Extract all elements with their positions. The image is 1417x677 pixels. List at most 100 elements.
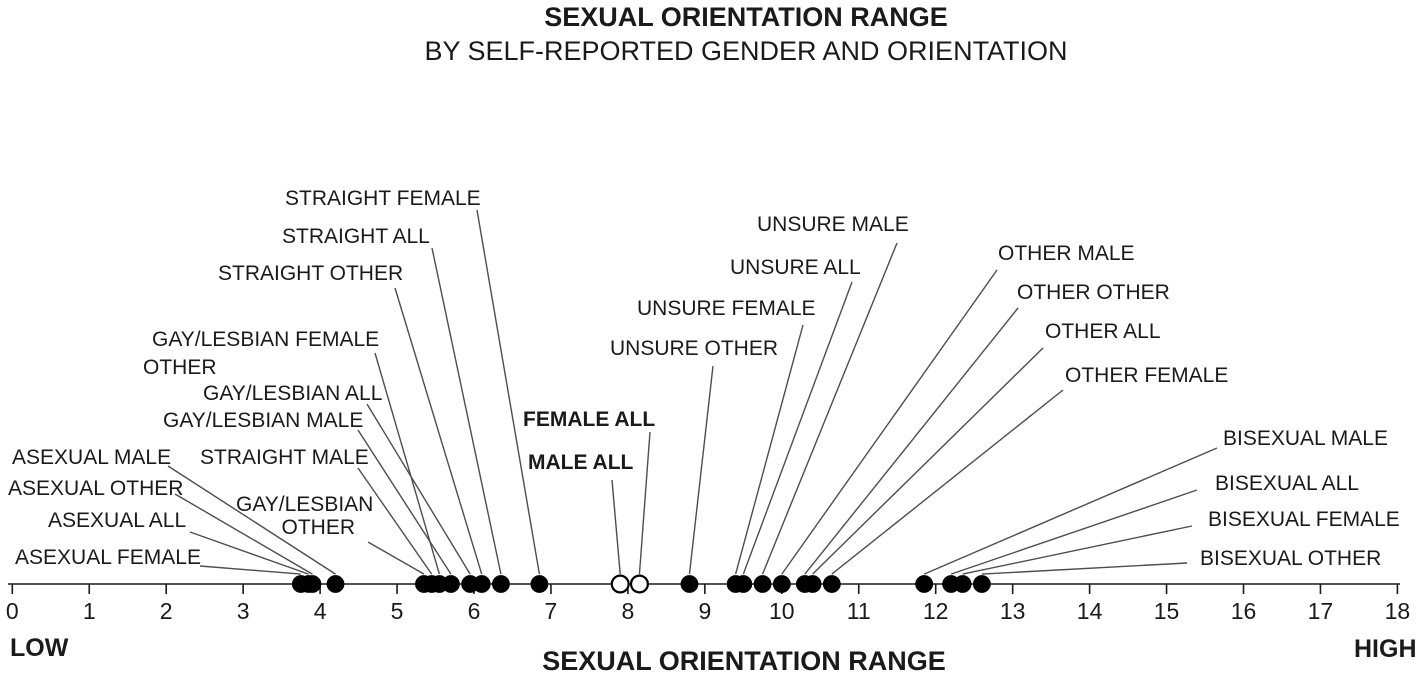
leader-line [357,467,433,575]
data-dot [915,575,934,593]
point-label-line: OTHER FEMALE [1065,364,1229,387]
leader-line [734,324,804,575]
leader-line [950,489,1198,575]
point-label: GAY/LESBIAN MALE [163,409,363,432]
x-axis-tick-label: 12 [923,598,949,624]
point-label-line: BISEXUAL ALL [1215,472,1359,495]
point-label-line: UNSURE FEMALE [637,297,816,320]
leader-line [199,565,301,575]
leader-line [431,247,502,575]
point-label-line: UNSURE OTHER [610,337,779,360]
point-label-line: FEMALE ALL [523,408,656,431]
data-dot-open [629,574,649,594]
point-label-line: STRAIGHT ALL [282,225,430,248]
point-label: ASEXUAL FEMALE [15,546,201,569]
point-label-line: BISEXUAL FEMALE [1208,508,1400,531]
x-axis-tick-label: 14 [1077,598,1103,624]
point-label-line: ASEXUAL MALE [12,446,172,469]
point-label-line: BISEXUAL MALE [1223,427,1388,450]
data-dot [492,575,510,593]
leader-line [981,562,1188,575]
data-dot [753,575,772,593]
point-label-line: OTHER [281,516,356,539]
data-dot [326,575,345,593]
point-label-line: GAY/LESBIAN [236,493,374,516]
x-axis-tick-label: 18 [1385,598,1411,624]
leader-line [357,429,452,575]
chart-subtitle: BY SELF-REPORTED GENDER AND ORIENTATION [424,36,1068,66]
point-label-line: GAY/LESBIAN MALE [163,409,364,432]
data-dot [803,575,822,593]
leader-line [476,209,541,575]
data-dot [472,575,491,593]
x-axis-tick-label: 0 [6,598,19,624]
leader-line [374,352,441,575]
x-axis-tick-label: 2 [160,598,173,624]
point-label: BISEXUAL MALE [1223,427,1388,450]
point-label: ASEXUAL ALL [48,509,186,532]
leader-line [638,431,651,575]
data-dot [772,575,791,593]
point-label: UNSURE FEMALE [637,297,816,320]
data-dot-open [610,574,630,594]
x-axis-tick-label: 1 [83,598,96,624]
axis-high-endpoint-label: HIGH [1354,635,1417,663]
leader-line [189,531,309,575]
leader-line [688,365,714,575]
leader-line [962,525,1193,575]
data-dot [680,575,699,593]
point-label: STRAIGHT MALE [200,446,369,469]
leader-line [804,307,1019,575]
point-label: OTHER MALE [998,242,1135,265]
point-label: FEMALE ALL [523,408,655,431]
point-label-line: OTHER MALE [998,242,1135,265]
x-axis-tick-label: 11 [847,598,871,624]
leader-line [831,389,1064,575]
point-label-line: ASEXUAL FEMALE [15,546,201,569]
x-axis-tick-label: 15 [1154,598,1180,624]
point-label: OTHER FEMALE [1065,364,1228,387]
point-label-line: ASEXUAL OTHER [8,477,184,500]
point-label: BISEXUAL ALL [1215,472,1359,495]
point-label-line: BISEXUAL OTHER [1200,547,1382,570]
point-label-line: ASEXUAL ALL [48,509,187,532]
point-label-line: OTHER [143,356,217,379]
point-label: GAY/LESBIAN FEMALE [152,328,379,351]
x-axis-tick-label: 16 [1231,598,1257,624]
data-dot [734,575,753,593]
leader-line [367,541,425,575]
x-axis-tick-label: 3 [237,598,250,624]
data-dot [442,575,460,593]
data-dot [953,575,972,593]
leader-line [366,403,471,575]
leader-line [167,465,336,575]
x-axis-tick-label: 10 [769,598,795,624]
x-axis-tick-label: 4 [314,598,327,624]
point-label: OTHER [143,356,217,379]
point-label: UNSURE OTHER [610,337,778,360]
point-label: ASEXUAL MALE [12,446,171,469]
point-label: UNSURE ALL [730,256,861,279]
x-axis-tick-label: 9 [698,598,711,624]
leader-line [742,281,853,575]
point-label-line: STRAIGHT MALE [200,446,369,469]
data-dot [303,575,322,593]
data-dot [822,575,841,593]
point-label-line: OTHER ALL [1045,320,1161,343]
point-label: STRAIGHT ALL [282,225,430,248]
x-axis-tick-label: 5 [391,598,404,624]
point-label-line: STRAIGHT OTHER [218,262,404,285]
point-label: STRAIGHT OTHER [218,262,403,285]
data-dot [972,575,991,593]
leader-line [761,242,898,575]
point-label: STRAIGHT FEMALE [285,187,481,210]
point-label-line: UNSURE MALE [757,213,909,236]
point-label-line: MALE ALL [528,451,634,474]
point-label: BISEXUAL OTHER [1200,547,1381,570]
leader-line [923,447,1218,575]
leader-line [394,287,483,575]
point-label: ASEXUAL OTHER [8,477,183,500]
point-label: OTHER OTHER [1017,281,1170,304]
point-label-line: STRAIGHT FEMALE [285,187,481,210]
